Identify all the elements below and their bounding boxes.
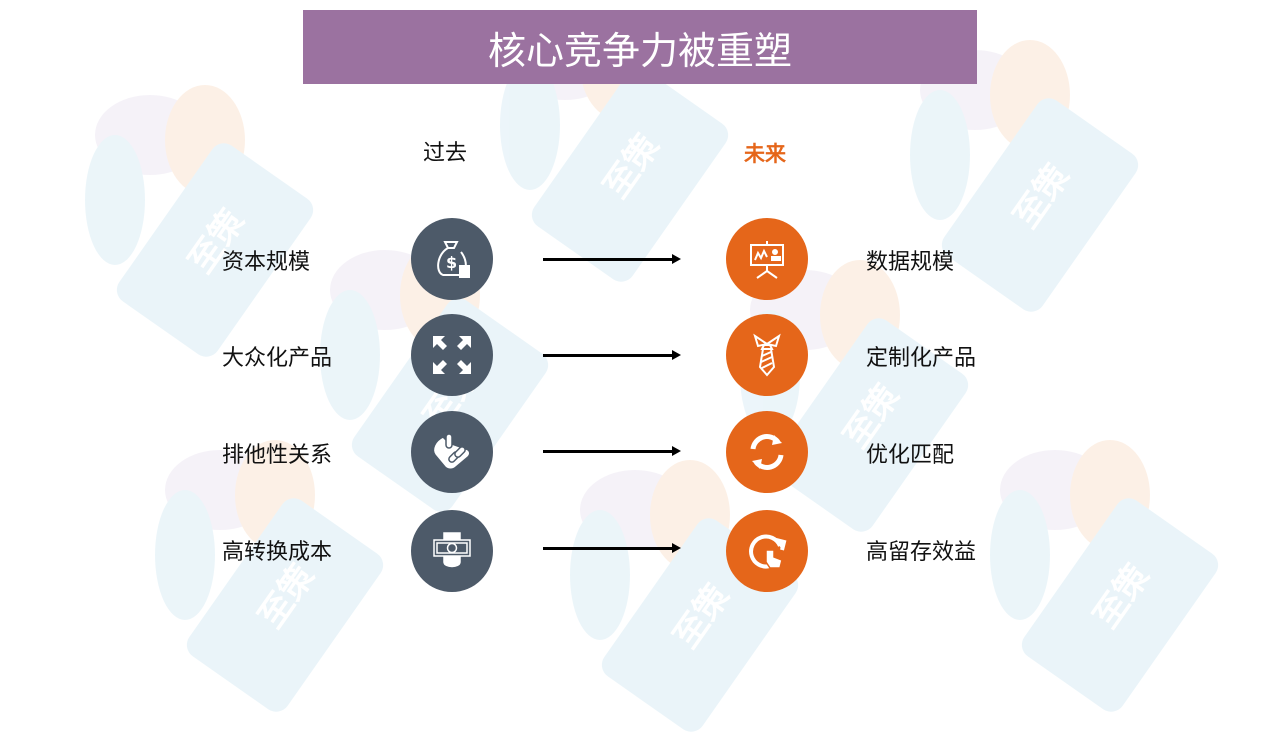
tie-icon — [726, 314, 808, 396]
money-bag-icon: $ — [411, 218, 493, 300]
past-label: 排他性关系 — [222, 443, 333, 468]
past-label: 高转换成本 — [222, 540, 333, 565]
arrow — [543, 543, 681, 553]
handshake-icon — [411, 411, 493, 493]
future-label: 数据规模 — [866, 250, 955, 275]
past-label: 资本规模 — [222, 250, 311, 275]
arrow — [543, 446, 681, 456]
future-label: 高留存效益 — [866, 540, 977, 565]
past-label: 大众化产品 — [222, 346, 333, 371]
watermark-logo: 至策 — [990, 440, 1280, 718]
hand-cash-icon — [411, 510, 493, 592]
watermark-logo: 至策 — [155, 440, 455, 718]
future-header: 未来 — [744, 142, 786, 166]
refresh-icon — [726, 411, 808, 493]
future-label: 定制化产品 — [866, 346, 977, 371]
arrow — [543, 350, 681, 360]
watermark-logo: 至策 — [85, 85, 385, 363]
future-label: 优化匹配 — [866, 443, 955, 468]
arrow — [543, 254, 681, 264]
presentation-chart-icon — [726, 218, 808, 300]
svg-text:$: $ — [446, 253, 457, 272]
slide-title: 核心竞争力被重塑 — [303, 10, 977, 84]
tap-rotate-icon — [726, 510, 808, 592]
past-header: 过去 — [423, 141, 468, 166]
expand-arrows-icon — [411, 314, 493, 396]
watermark-logo: 至策 — [570, 460, 870, 737]
